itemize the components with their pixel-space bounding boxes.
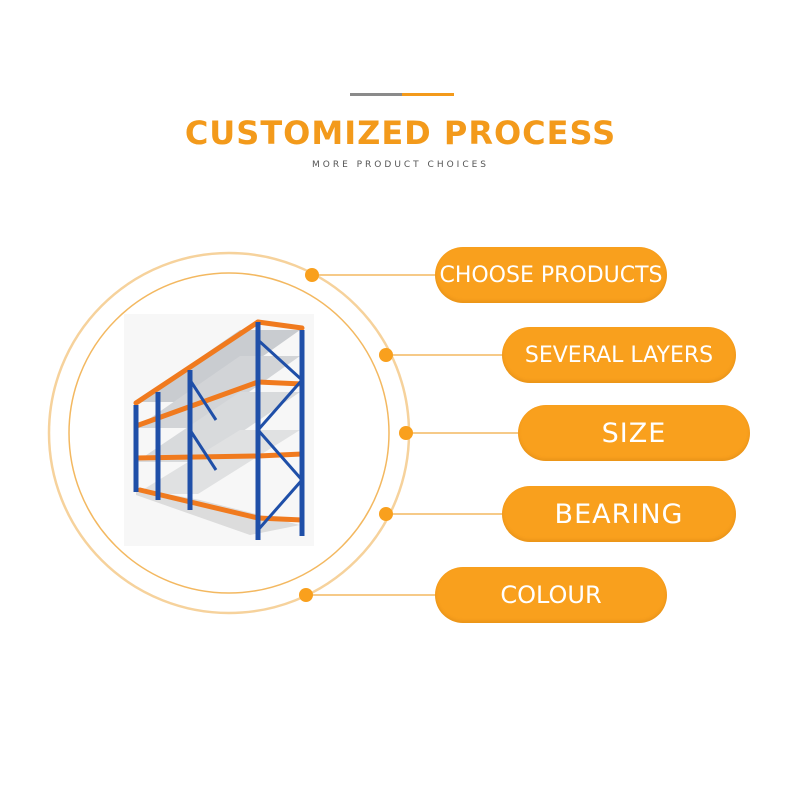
option-pill-size[interactable]: SIZE: [518, 405, 750, 461]
connector-dot-5: [299, 588, 313, 602]
option-pill-several-layers[interactable]: SEVERAL LAYERS: [502, 327, 736, 383]
title-bar-orange: [402, 93, 454, 96]
option-pill-choose-products[interactable]: CHOOSE PRODUCTS: [435, 247, 667, 303]
connector-dot-3: [399, 426, 413, 440]
option-label: SEVERAL LAYERS: [524, 342, 714, 368]
page-title: CUSTOMIZED PROCESS: [184, 114, 617, 152]
connector-dot-1: [305, 268, 319, 282]
title-bar-grey: [350, 93, 402, 96]
title-decoration-bar: [350, 93, 454, 96]
storage-rack-image: [124, 314, 314, 546]
connector-dot-2: [379, 348, 393, 362]
inner-ring: [68, 272, 390, 594]
option-label: CHOOSE PRODUCTS: [439, 262, 663, 288]
connector-dot-4: [379, 507, 393, 521]
page-subtitle: MORE PRODUCT CHOICES: [311, 160, 490, 170]
option-pill-bearing[interactable]: BEARING: [502, 486, 736, 542]
option-label: BEARING: [554, 498, 684, 530]
option-label: COLOUR: [500, 581, 602, 609]
option-pill-colour[interactable]: COLOUR: [435, 567, 667, 623]
blue-bracing: [188, 338, 304, 531]
option-label: SIZE: [601, 417, 667, 449]
